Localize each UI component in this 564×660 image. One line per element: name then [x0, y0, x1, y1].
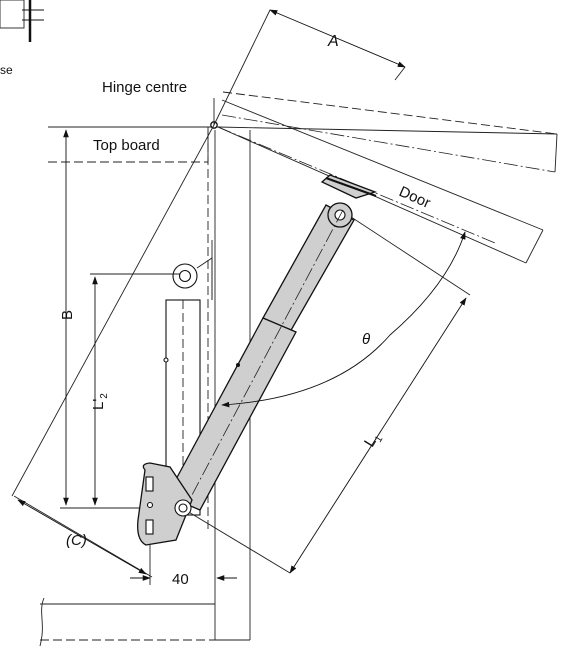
- hinge-centre-label: Hinge centre: [102, 79, 187, 96]
- dimension-b-label: B: [59, 310, 76, 320]
- dimension-l1-label: L1: [361, 429, 386, 452]
- dimension-c: [17, 499, 147, 575]
- top-board-label: Top board: [93, 137, 160, 154]
- dimension-l2-label: L'2: [90, 393, 110, 410]
- door-open-position: [217, 91, 558, 264]
- door-label: Door: [396, 183, 433, 212]
- bottom-shelf: [39, 597, 215, 647]
- dimension-theta: [221, 231, 466, 408]
- dimension-a-label: A: [327, 33, 339, 50]
- dimension-theta-label: θ: [362, 331, 370, 348]
- dimension-40-label: 40: [172, 571, 189, 588]
- corner-thumbnail-fragment: se: [0, 0, 44, 77]
- top-board: [48, 126, 218, 163]
- dimension-a: [269, 9, 406, 81]
- dimension-40: [130, 545, 237, 585]
- dimension-c-label: (C): [66, 532, 87, 549]
- hinge-centre: [210, 9, 271, 129]
- corner-text-fragment: se: [0, 63, 13, 77]
